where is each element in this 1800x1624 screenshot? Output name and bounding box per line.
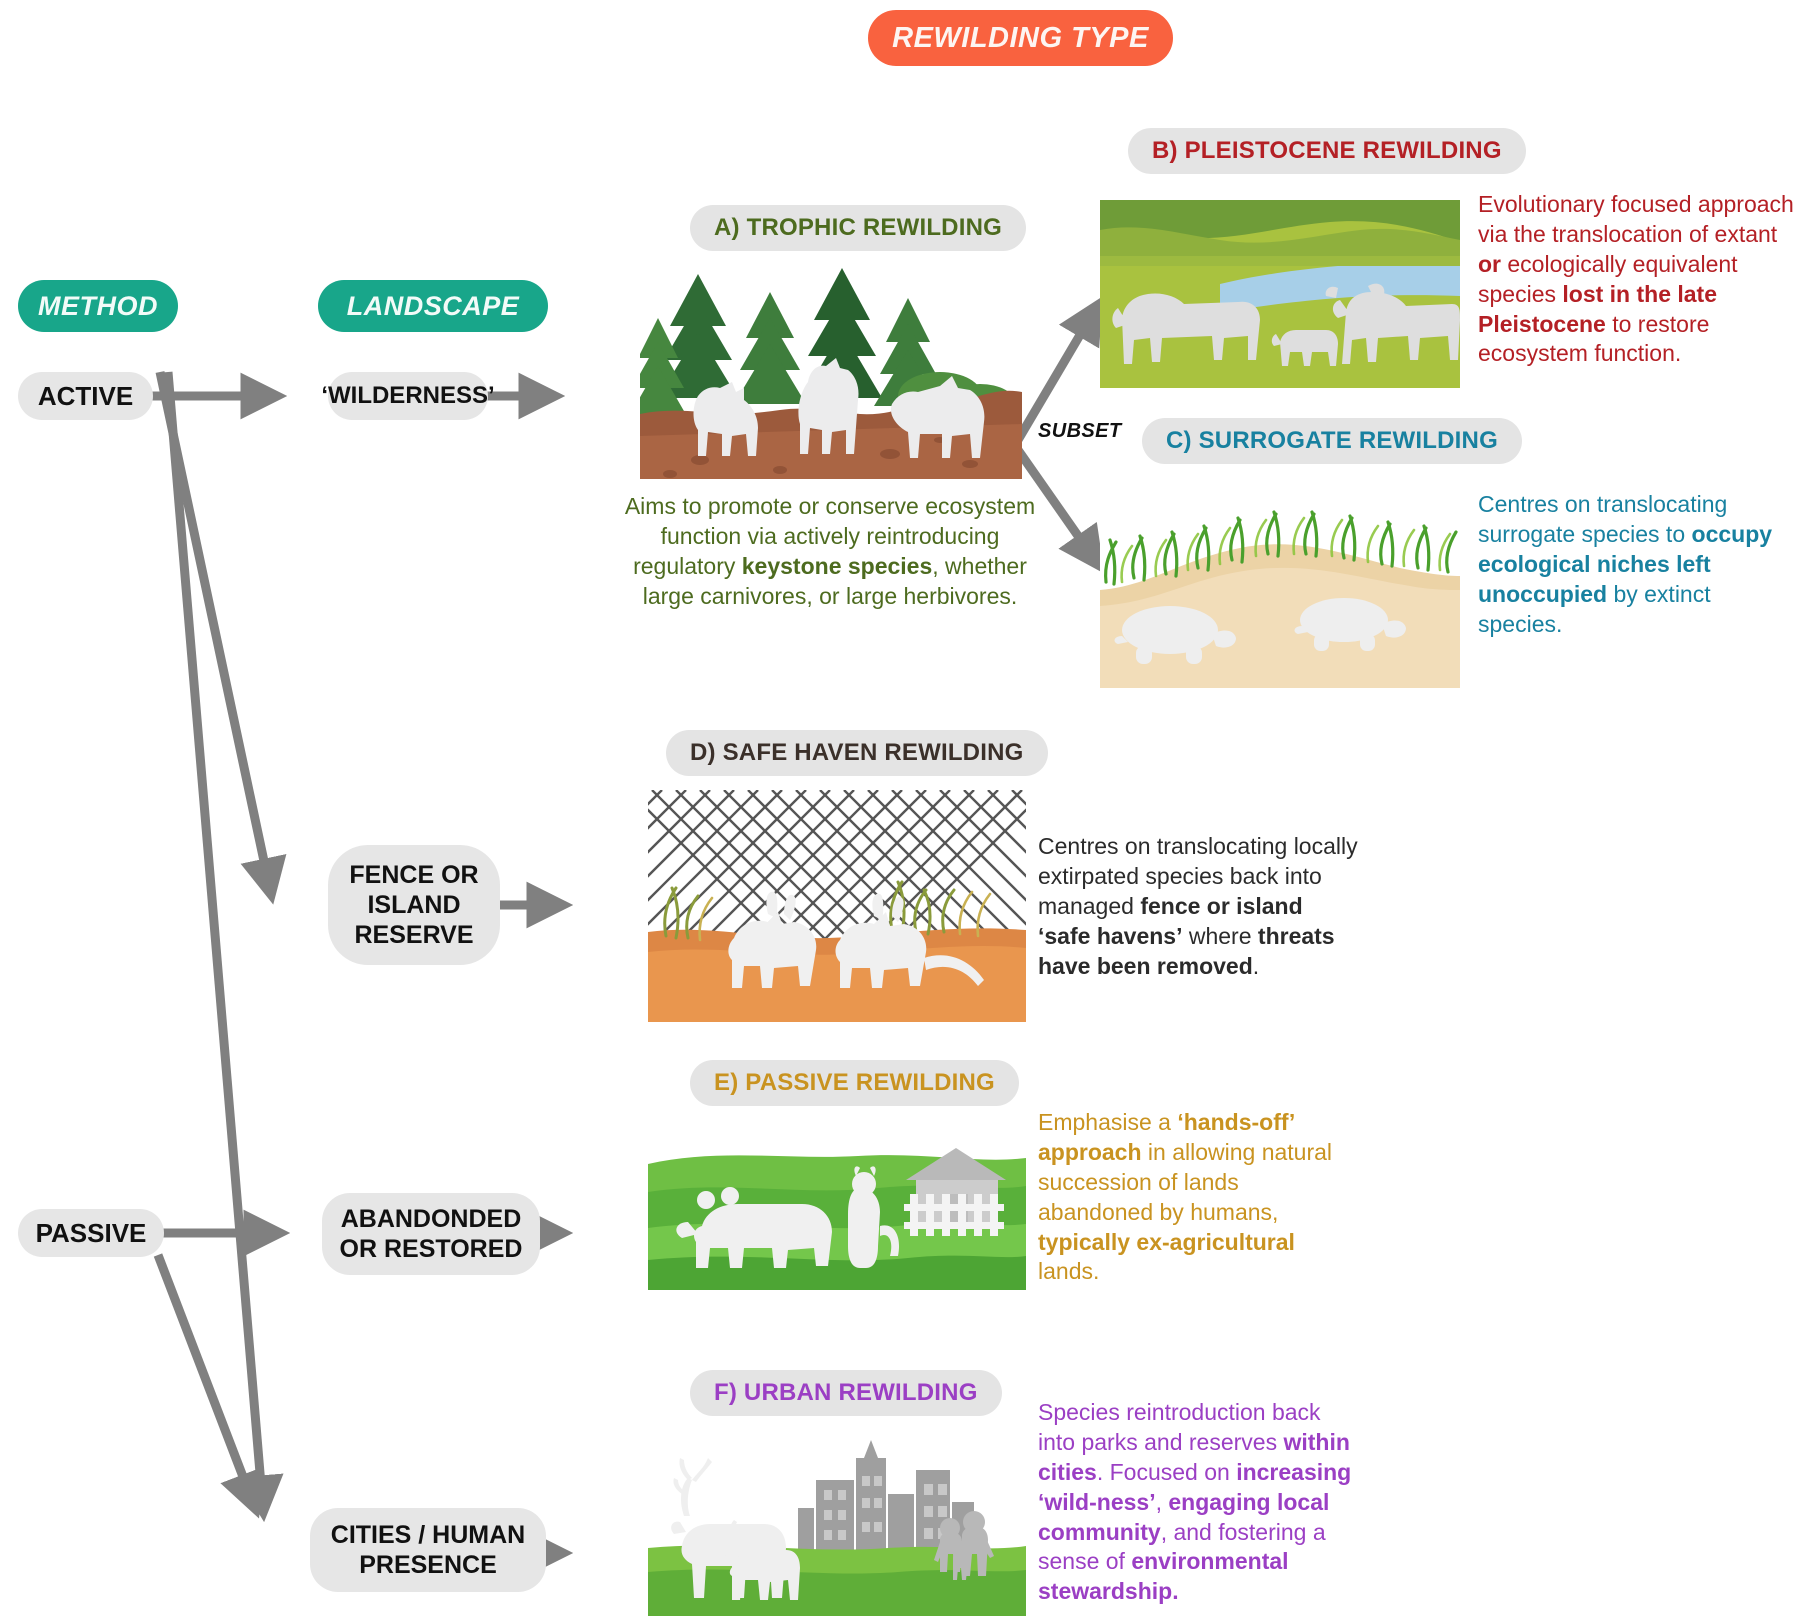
- method-active[interactable]: ACTIVE: [18, 372, 153, 420]
- caption-surrogate-rewilding: Centres on translocating surrogate speci…: [1478, 491, 1773, 637]
- diagram-title: REWILDING TYPE: [868, 10, 1173, 66]
- heading-safe-haven-rewilding: D) SAFE HAVEN REWILDING: [666, 730, 1048, 776]
- subset-label: SUBSET: [1038, 420, 1122, 442]
- artwork-safe-haven-rewilding: [648, 790, 1026, 1022]
- artwork-passive-rewilding: [648, 1130, 1026, 1290]
- heading-surrogate-rewilding: C) SURROGATE REWILDING: [1142, 418, 1522, 464]
- caption-trophic-rewilding: Aims to promote or conserve ecosystem fu…: [624, 493, 1036, 609]
- heading-passive-rewilding: E) PASSIVE REWILDING: [690, 1060, 1019, 1106]
- artwork-pleistocene-rewilding: [1100, 200, 1460, 388]
- artwork-trophic-rewilding: [640, 264, 1022, 479]
- method-passive[interactable]: PASSIVE: [18, 1209, 164, 1257]
- heading-urban-rewilding: F) URBAN REWILDING: [690, 1370, 1002, 1416]
- heading-trophic-rewilding: A) TROPHIC REWILDING: [690, 205, 1026, 251]
- caption-safe-haven-rewilding: Centres on translocating locally extirpa…: [1038, 833, 1358, 979]
- landscape-fence-or-island-reserve[interactable]: FENCE OR ISLAND RESERVE: [328, 845, 500, 965]
- caption-urban-rewilding: Species reintroduction back into parks a…: [1038, 1399, 1352, 1605]
- arrow-active-to-cities: [163, 371, 284, 1523]
- artwork-urban-rewilding: [648, 1436, 1026, 1616]
- landscape-wilderness[interactable]: ‘WILDERNESS’: [321, 372, 495, 420]
- caption-passive-rewilding: Emphasise a ‘hands-off’ approach in allo…: [1038, 1109, 1333, 1285]
- arrow-active-to-fence: [155, 371, 287, 905]
- arrow-passive-to-cities: [153, 1253, 265, 1519]
- landscape-cities-human-presence[interactable]: CITIES / HUMAN PRESENCE: [310, 1508, 546, 1592]
- column-header-method: METHOD: [18, 280, 178, 332]
- caption-pleistocene-rewilding: Evolutionary focused approach via the tr…: [1478, 191, 1794, 367]
- landscape-abandoned-or-restored[interactable]: ABANDONDED OR RESTORED: [322, 1193, 540, 1275]
- heading-pleistocene-rewilding: B) PLEISTOCENE REWILDING: [1128, 128, 1526, 174]
- column-header-landscape: LANDSCAPE: [318, 280, 548, 332]
- artwork-surrogate-rewilding: [1100, 478, 1460, 688]
